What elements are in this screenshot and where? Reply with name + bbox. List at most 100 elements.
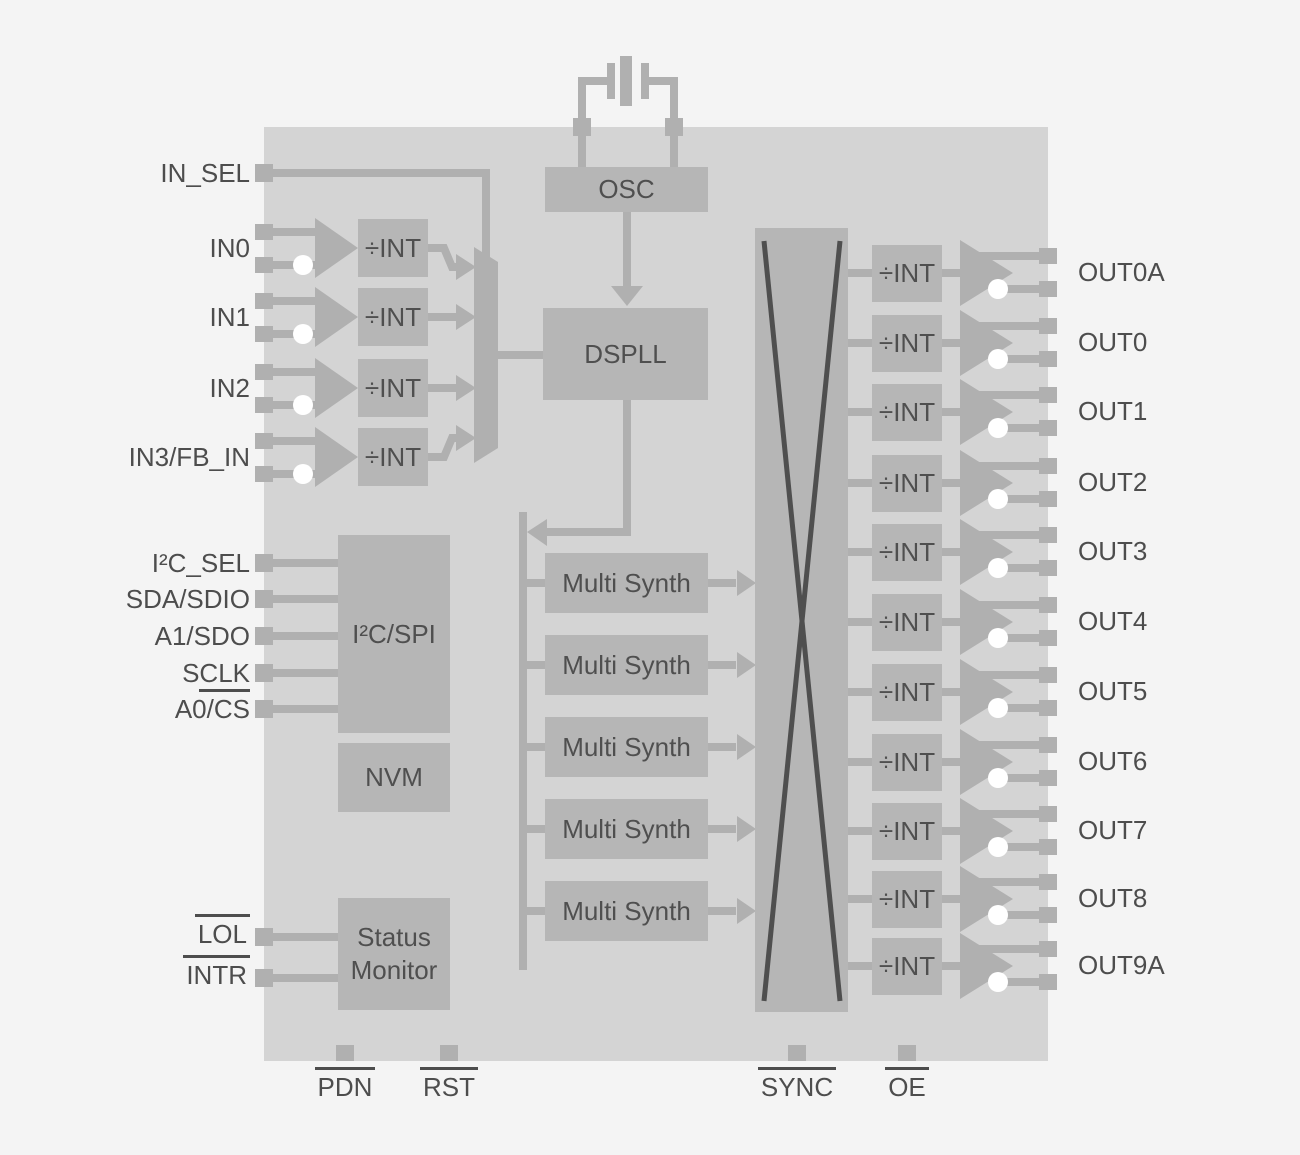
overline-text: PDN (314, 1067, 376, 1103)
pin-label-out7: OUT7 (1078, 815, 1148, 845)
pin-pad (1039, 700, 1057, 716)
pin-pad (1039, 281, 1057, 297)
overline-text: INTR (183, 955, 250, 991)
multi-synth-block: Multi Synth (545, 717, 708, 777)
output-buffer-icon (960, 240, 1013, 306)
output-divider-block: ÷INT (872, 315, 942, 372)
inversion-bubble-icon (293, 395, 313, 415)
output-buffer-icon (960, 310, 1013, 376)
output-divider-block: ÷INT (872, 594, 942, 651)
inversion-bubble-icon (293, 324, 313, 344)
pin-label-out5: OUT5 (1078, 676, 1148, 706)
output-channel-wires (848, 240, 1057, 999)
output-buffer-icon (960, 866, 1013, 932)
pin-label-out0: OUT0 (1078, 327, 1148, 357)
multi-synth-block: Multi Synth (545, 553, 708, 613)
multi-synth-block: Multi Synth (545, 635, 708, 695)
inversion-bubble-icon (988, 768, 1008, 788)
pin-label-out9a: OUT9A (1078, 950, 1165, 980)
pin-label-oe: OE (847, 1067, 967, 1103)
pin-pad (255, 397, 273, 413)
bottom-pin-pads (336, 1045, 916, 1061)
inversion-bubble-icon (988, 349, 1008, 369)
pin-pad (1039, 387, 1057, 403)
pin-pad (255, 224, 273, 240)
pin-pad (255, 326, 273, 342)
pin-pad (1039, 907, 1057, 923)
overline-text: LOL (194, 914, 250, 950)
pin-label-in0: IN0 (209, 233, 250, 263)
output-divider-block: ÷INT (872, 871, 942, 928)
pin-pad (1039, 318, 1057, 334)
arrow-right-icon (737, 652, 756, 678)
input-divider-block: ÷INT (358, 428, 428, 486)
arrow-left-icon (527, 519, 547, 546)
pin-label-sclk-prefix: S (182, 658, 200, 688)
input-divider-block: ÷INT (358, 288, 428, 346)
pin-pad (255, 293, 273, 309)
output-divider-block: ÷INT (872, 384, 942, 441)
pin-label-a1-sdo: A1/SDO (154, 621, 250, 651)
in0-wires (255, 218, 476, 280)
arrow-down-icon (611, 286, 643, 306)
overline-text: SYNC (757, 1067, 837, 1103)
pin-pad (1039, 667, 1057, 683)
output-divider-block: ÷INT (872, 938, 942, 995)
multi-synth-block: Multi Synth (545, 799, 708, 859)
inversion-bubble-icon (293, 464, 313, 484)
multi-synth-block: Multi Synth (545, 881, 708, 941)
inversion-bubble-icon (988, 558, 1008, 578)
pin-pad (1039, 874, 1057, 890)
inversion-bubble-icon (988, 489, 1008, 509)
osc-to-dspll-arrow (611, 212, 643, 306)
arrow-right-icon (737, 898, 756, 924)
pin-pad (788, 1045, 806, 1061)
pin-label-out4: OUT4 (1078, 606, 1148, 636)
pin-label-sync: SYNC (737, 1067, 857, 1103)
overline-text: OE (885, 1067, 929, 1103)
multisynth-wires (523, 570, 756, 924)
pin-label-out2: OUT2 (1078, 467, 1148, 497)
crystal-icon (578, 56, 678, 127)
serial-pin-wires (255, 554, 338, 718)
output-buffer-icon (960, 589, 1013, 655)
pin-pad (1039, 806, 1057, 822)
pin-label-in-sel: IN_SEL (160, 158, 250, 188)
pin-label-i2c-sel: I²C_SEL (151, 548, 250, 578)
pin-pad (1039, 630, 1057, 646)
output-divider-block: ÷INT (872, 524, 942, 581)
output-buffer-icon (960, 798, 1013, 864)
dspll-block: DSPLL (543, 308, 708, 400)
status-pin-wires (255, 928, 338, 987)
input-divider-block: ÷INT (358, 359, 428, 417)
input-buffer-icon (315, 218, 358, 278)
pin-pad (1039, 974, 1057, 990)
pin-pad (440, 1045, 458, 1061)
output-divider-block: ÷INT (872, 734, 942, 791)
in3-wires (255, 425, 476, 487)
inversion-bubble-icon (988, 837, 1008, 857)
pin-label-out0a: OUT0A (1078, 257, 1165, 287)
inversion-bubble-icon (293, 255, 313, 275)
output-divider-block: ÷INT (872, 455, 942, 512)
output-buffer-icon (960, 659, 1013, 725)
mux-to-dspll-wire (498, 351, 544, 359)
pin-pad (1039, 527, 1057, 543)
pin-pad (1039, 351, 1057, 367)
pin-label-a0-cs: A0/CS (174, 694, 250, 724)
crossbar-x-line (761, 240, 843, 1002)
arrow-right-icon (737, 734, 756, 760)
output-buffer-icon (960, 519, 1013, 585)
output-divider-block: ÷INT (872, 245, 942, 302)
pin-pad (1039, 560, 1057, 576)
pin-label-in3-fb-in: IN3/FB_IN (128, 442, 250, 472)
crossbar-icon (755, 228, 848, 1012)
pin-pad (898, 1045, 916, 1061)
inversion-bubble-icon (988, 279, 1008, 299)
pin-pad (255, 364, 273, 380)
pin-label-pdn: PDN (285, 1067, 405, 1103)
pin-pad (336, 1045, 354, 1061)
pin-label-lol: LOL (28, 914, 250, 950)
pin-label-in1: IN1 (209, 302, 250, 332)
